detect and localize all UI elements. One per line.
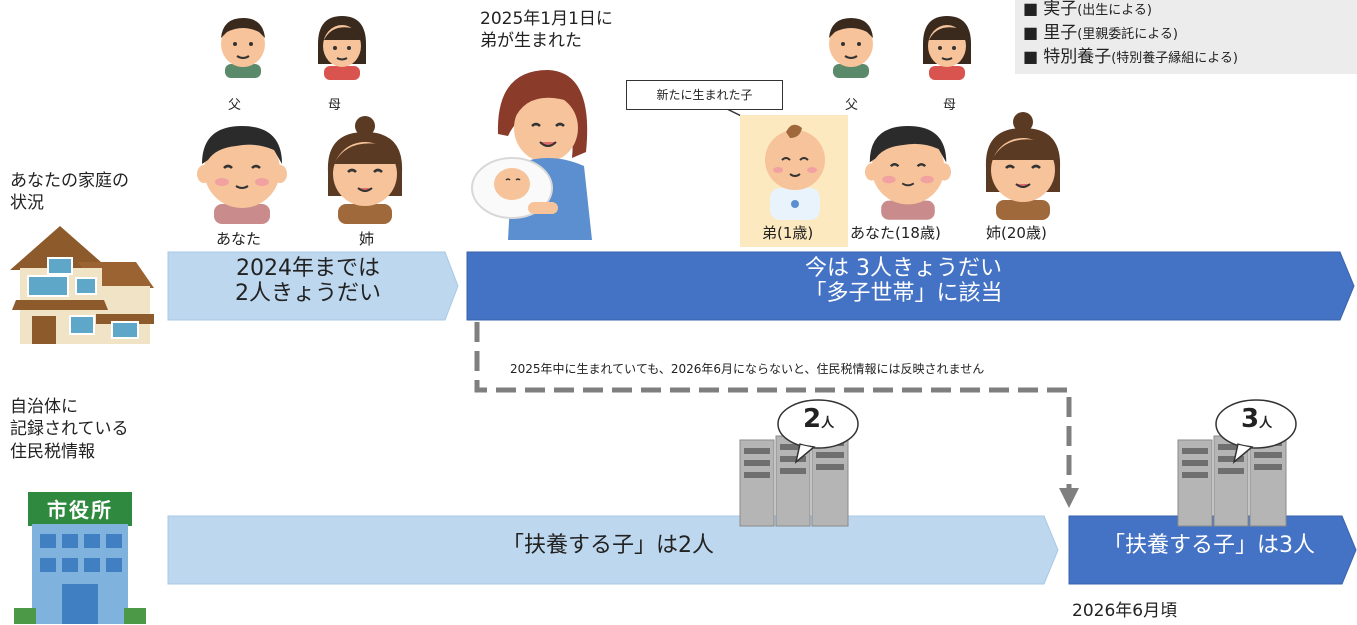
sister-label: 姉 [359,230,375,248]
mother-illustration [318,16,366,80]
city-hall-icon [14,492,146,624]
legend-row-birth: ■ 実子(出生による) [1023,0,1152,19]
you-illustration [864,126,952,220]
sister-label: 姉(20歳) [986,224,1047,242]
mother-illustration [923,16,971,80]
legend-label: 実子 [1043,0,1078,19]
municipality-section-title: 自治体に 記録されている 住民税情報 [10,397,129,462]
speech-bubble [1215,399,1297,464]
brother-label: 弟(1歳) [762,224,814,242]
household-section-title: あなたの家庭の 状況 [10,171,129,214]
newborn-callout: 新たに生まれた子 [626,80,783,110]
legend-note: (特別養子縁組による) [1111,51,1238,66]
household-after-band [466,251,1355,321]
you-illustration [197,126,287,224]
legend-label: 特別養子 [1043,47,1112,67]
mother-label: 母 [328,98,342,113]
mother-holding-baby-illustration [471,70,592,240]
server-icon [739,431,849,527]
legend-label: 里子 [1043,23,1078,43]
mother-label: 母 [943,98,957,113]
father-illustration [829,18,873,78]
delay-dashed-arrow [474,322,1072,488]
municipality-after-band-text: 「扶養する子」は3人 [1103,533,1315,558]
city-hall-sign: 市役所 [47,498,113,522]
father-label: 父 [228,98,242,113]
household-before-band-text: 2024年までは 2人きょうだい [235,256,381,306]
house-icon [10,226,154,344]
legend-box: ■ 実子(出生による) ■ 里子(里親委託による) ■ 特別養子(特別養子縁組に… [1015,0,1357,74]
baby-brother-illustration [765,124,825,220]
legend-note: (出生による) [1077,3,1152,18]
delay-notice: 2025年中に生まれていても、2026年6月にならないと、住民税情報には反映され… [510,362,985,376]
household-after-band-text: 今は 3人きょうだい 「多子世帯」に該当 [804,256,1003,306]
municipality-after-band [1068,515,1357,585]
municipality-before-band [167,515,1059,585]
municipality-before-band-text: 「扶養する子」は2人 [502,533,714,558]
sister-illustration [985,112,1061,220]
birth-caption: 2025年1月1日に 弟が生まれた [480,9,613,52]
server-before-count: 2人 [803,404,835,434]
father-label: 父 [845,98,859,113]
legend-row-adoption: ■ 特別養子(特別養子縁組による) [1023,47,1238,67]
father-illustration [221,18,265,78]
server-after-count: 3人 [1241,404,1273,434]
you-label: あなた [216,230,262,248]
legend-note: (里親委託による) [1077,27,1178,42]
legend-row-foster: ■ 里子(里親委託による) [1023,23,1178,43]
reflection-date: 2026年6月頃 [1072,601,1178,621]
speech-bubble [777,399,859,464]
you-label: あなた(18歳) [850,224,941,242]
delay-arrowhead [1059,488,1079,508]
sister-illustration [327,116,403,224]
household-before-band [167,251,459,321]
